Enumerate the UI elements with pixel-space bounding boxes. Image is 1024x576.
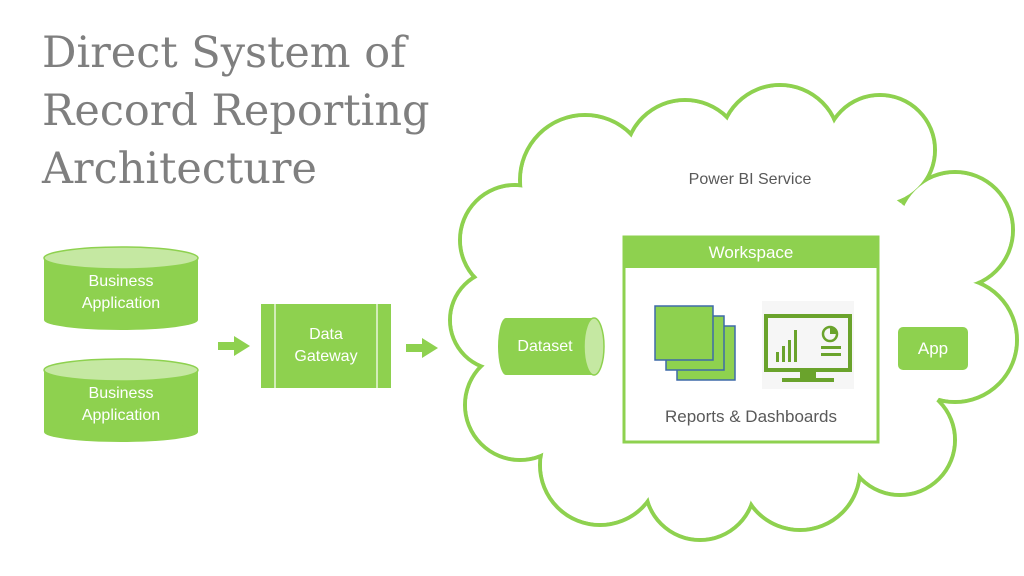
page-title-line-2: Record Reporting: [42, 86, 430, 136]
power-bi-service-label: Power BI Service: [688, 171, 812, 188]
arrow-to-dataset-icon: [406, 338, 438, 358]
dataset-cylinder: [498, 317, 605, 376]
business-application-1-cylinder: [43, 246, 199, 330]
business-application-2-line-2: Application: [81, 407, 161, 424]
dataset-label: Dataset: [517, 337, 573, 355]
data-gateway-label: Data Gateway: [275, 304, 377, 388]
app-label: App: [917, 338, 949, 358]
data-gateway-box: [261, 304, 391, 388]
reports-stack-icon: [654, 305, 736, 381]
arrow-to-gateway-icon: [218, 336, 250, 356]
data-gateway-line-1: Data: [309, 326, 343, 343]
page-title: Direct System of Record Reporting Archit…: [42, 24, 462, 198]
reports-dashboards-label: Reports & Dashboards: [665, 407, 837, 426]
page-title-line-3: Architecture: [42, 144, 317, 194]
page-title-line-1: Direct System of: [42, 28, 407, 78]
dashboard-chart-icon: [762, 301, 854, 389]
app-box: [898, 327, 968, 370]
business-application-2-cylinder: [43, 358, 199, 442]
data-gateway-line-2: Gateway: [294, 348, 358, 365]
business-application-1-line-2: Application: [81, 295, 161, 312]
business-application-2-label: Business Application: [44, 378, 198, 432]
business-application-1-label: Business Application: [44, 266, 198, 320]
business-application-1-line-1: Business: [88, 273, 154, 290]
business-application-2-line-1: Business: [88, 385, 154, 402]
workspace-header-label: Workspace: [708, 242, 794, 262]
